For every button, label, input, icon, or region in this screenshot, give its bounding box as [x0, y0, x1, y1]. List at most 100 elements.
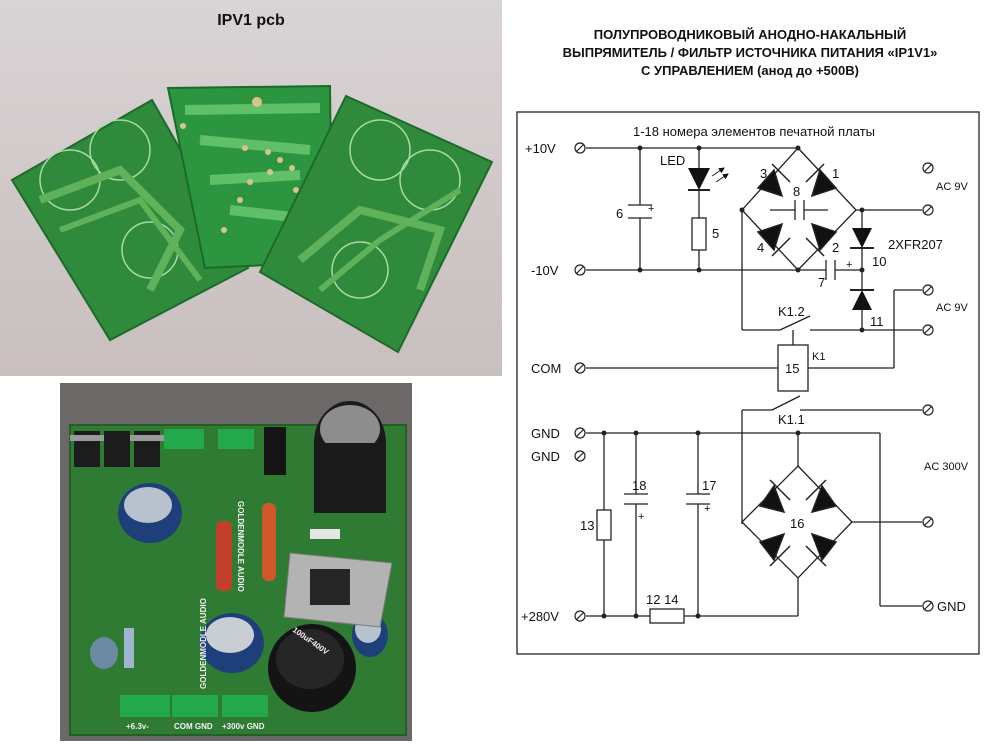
- rectifier-bridge: [264, 427, 286, 475]
- silkscreen-text-left: GOLDENMODLE AUDIO: [199, 598, 208, 689]
- schematic-caption: 1-18 номера элементов печатной платы: [633, 124, 875, 139]
- label-k11: K1.1: [778, 412, 805, 427]
- label-c7: 7: [818, 275, 825, 290]
- k12-switch: [779, 315, 811, 331]
- capacitor-17: [686, 493, 710, 505]
- capacitor-small-left: [90, 637, 118, 669]
- label-com: COM: [531, 361, 561, 376]
- bridge-diodes-top: [756, 163, 838, 257]
- diode-3: [756, 163, 791, 198]
- label-c6: 6: [616, 206, 623, 221]
- label-d3: 3: [760, 166, 767, 181]
- terminal-block-6v3: [120, 695, 170, 717]
- label-d1: 1: [832, 166, 839, 181]
- terminal-com: [574, 362, 586, 374]
- k11-switch: [771, 395, 801, 411]
- terminal-ac300v: [922, 516, 934, 528]
- label-c8: 8: [793, 184, 800, 199]
- pcb-left: [10, 98, 250, 342]
- relay-coil-15: [777, 344, 809, 392]
- label-relay-15: 15: [785, 361, 799, 376]
- capacitor-8: [794, 200, 805, 220]
- zener-diode: [310, 529, 340, 539]
- label-c18: 18: [632, 478, 646, 493]
- terminal-group: [574, 142, 934, 622]
- label-p10v: +10V: [525, 141, 556, 156]
- capacitor-18: [624, 493, 648, 505]
- c7-plus: +: [846, 259, 852, 271]
- capacitor-blue-left: [118, 483, 182, 543]
- diode-16-b: [805, 479, 838, 514]
- terminal-label-300v: +300v GND: [222, 722, 265, 731]
- terminal-p10v: [574, 142, 586, 154]
- label-ac9v-top: AC 9V: [936, 181, 968, 193]
- resistor-13: [596, 509, 612, 541]
- diode-11-symbol: [850, 289, 874, 310]
- diode-16-c: [758, 532, 791, 567]
- pcb-photo-drawing: [10, 84, 494, 354]
- schematic-title-line-2: ВЫПРЯМИТЕЛЬ / ФИЛЬТР ИСТОЧНИКА ПИТАНИЯ «…: [562, 45, 938, 60]
- label-r13: 13: [580, 518, 594, 533]
- terminal-ac9v-1a: [922, 162, 934, 174]
- capacitor-large-top: [314, 401, 386, 513]
- pcb-photo-title: IPV1 pcb: [217, 12, 285, 29]
- diode-2: [805, 222, 838, 257]
- terminal-gnd2: [574, 450, 586, 462]
- label-gnd1: GND: [531, 426, 560, 441]
- diode-16-a: [758, 479, 791, 514]
- capacitor-7: [825, 260, 836, 280]
- c17-plus: +: [704, 503, 710, 515]
- led-symbol: [688, 167, 729, 191]
- c6-plus: +: [648, 203, 654, 215]
- terminal-m10v: [574, 264, 586, 276]
- terminal-block-top-1: [164, 429, 204, 449]
- label-led: LED: [660, 153, 685, 168]
- label-r5: 5: [712, 226, 719, 241]
- schematic-frame: [516, 111, 980, 655]
- label-d4: 4: [757, 240, 764, 255]
- label-bridge-16: 16: [790, 516, 804, 531]
- terminal-gnd-out: [922, 600, 934, 612]
- assembled-board-photo: 100uF400V GOLDENMODLE AUDIO GOLDENMODLE …: [60, 383, 412, 741]
- terminal-label-6v3: +6.3v-: [126, 722, 149, 731]
- terminal-ac9v-1b: [922, 204, 934, 216]
- resistor-5: [691, 217, 707, 251]
- terminal-gnd1: [574, 427, 586, 439]
- label-d10: 10: [872, 254, 886, 269]
- terminal-ac9v-2b: [922, 324, 934, 336]
- label-zener: 2XFR207: [888, 237, 943, 252]
- capacitor-400v: 100uF400V: [268, 624, 356, 712]
- terminal-block-top-2: [218, 429, 254, 449]
- terminal-p280v: [574, 610, 586, 622]
- resistor-12-14: [649, 608, 685, 624]
- schematic-title-line-1: ПОЛУПРОВОДНИКОВЫЙ АНОДНО-НАКАЛЬНЫЙ: [593, 27, 907, 42]
- terminal-block-300v: [222, 695, 268, 717]
- terminal-ac9v-2a: [922, 284, 934, 296]
- capacitor-6: [628, 204, 652, 219]
- diode-16-d: [805, 532, 838, 567]
- mosfet-group: [70, 431, 164, 467]
- schematic-title: ПОЛУПРОВОДНИКОВЫЙ АНОДНО-НАКАЛЬНЫЙ ВЫПРЯ…: [505, 26, 995, 80]
- terminal-label-com: COM GND: [174, 722, 213, 731]
- silkscreen-text-top: GOLDENMODLE AUDIO: [236, 501, 245, 592]
- heatsink: [283, 552, 393, 628]
- resistor-orange-1: [216, 521, 232, 591]
- zener-diode-symbol: [850, 228, 874, 249]
- label-relay-k1: K1: [812, 351, 825, 363]
- diode-1: [805, 163, 838, 198]
- label-gnd2: GND: [531, 449, 560, 464]
- pcb-photo: IPV1 pcb: [0, 0, 502, 376]
- resistor-blue: [124, 628, 134, 668]
- capacitor-center: [200, 613, 264, 673]
- label-d11: 11: [870, 314, 884, 329]
- terminal-block-com: [172, 695, 218, 717]
- label-m10v: -10V: [531, 263, 559, 278]
- label-ac300v: AC 300V: [924, 461, 969, 473]
- label-p280v: +280V: [521, 609, 559, 624]
- label-r12-14: 12 14: [646, 592, 679, 607]
- schematic-diagram: 1-18 номера элементов печатной платы +10…: [516, 111, 980, 655]
- junction-dots: [601, 145, 865, 619]
- resistor-orange-2: [262, 503, 276, 581]
- label-c17: 17: [702, 478, 716, 493]
- pcb-right: [258, 94, 494, 354]
